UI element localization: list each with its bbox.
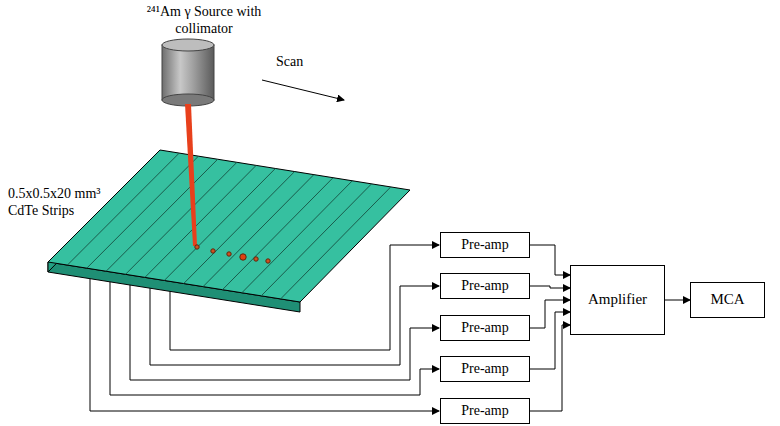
signal-arrow [530, 312, 570, 369]
strip-wire [170, 245, 439, 350]
strip-line [87, 156, 199, 268]
node-label: Pre-amp [461, 361, 508, 377]
strip-line [184, 172, 295, 284]
strip-line [222, 178, 333, 290]
preamp-box: Pre-amp [440, 356, 530, 382]
preamp-box: Pre-amp [440, 232, 530, 258]
strip-line [242, 181, 352, 293]
strip-line [145, 165, 256, 277]
strip-line [67, 153, 179, 265]
signal-arrow [530, 286, 570, 288]
signal-arrow [665, 300, 690, 301]
node-label: Pre-amp [461, 278, 508, 294]
strip-wire [110, 282, 439, 395]
node-label: MCA [710, 291, 744, 308]
cdte-board [48, 150, 410, 312]
strip-line [164, 168, 275, 280]
scan-label: Scan [276, 54, 326, 71]
gamma-beam [185, 104, 197, 246]
strip-line [106, 159, 218, 271]
strip-line [203, 175, 314, 287]
strip-wires [90, 245, 439, 411]
strip-wire [150, 286, 439, 365]
scan-arrow [262, 80, 344, 100]
amplifier-box: Amplifier [570, 265, 665, 335]
source-collimator [162, 39, 214, 106]
strip-line [281, 187, 391, 299]
preamp-box: Pre-amp [440, 273, 530, 299]
strip-line [126, 162, 237, 274]
signal-arrow [530, 300, 570, 328]
scan-points [195, 245, 270, 263]
strip-line [261, 184, 371, 296]
strip-label: 0.5x0.5x20 mm³ CdTe Strips [8, 186, 120, 220]
strip-wire [90, 279, 439, 411]
node-label: Pre-amp [461, 403, 508, 419]
preamp-box: Pre-amp [440, 398, 530, 424]
signal-arrow [530, 245, 570, 275]
node-label: Pre-amp [461, 320, 508, 336]
signal-arrow [530, 325, 570, 411]
mca-box: MCA [690, 282, 765, 318]
strip-wire [130, 285, 439, 380]
preamp-box: Pre-amp [440, 315, 530, 341]
source-label: ²⁴¹Am γ Source with collimator [140, 4, 268, 38]
node-label: Pre-amp [461, 237, 508, 253]
node-label: Amplifier [588, 291, 647, 308]
